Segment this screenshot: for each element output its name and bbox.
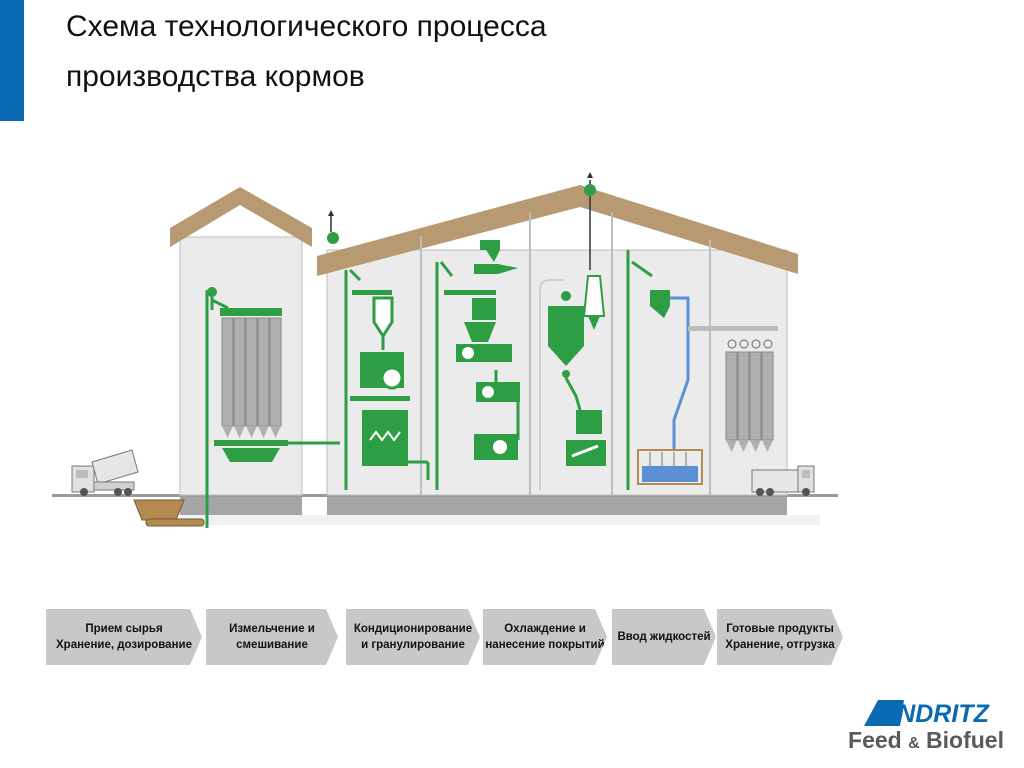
logo-amp: & [908,735,920,752]
step-line-1: Ввод жидкостей [617,631,711,643]
dump-truck-icon [71,449,139,496]
andritz-logo: ANDRITZ Feed & Biofuel [826,700,1004,754]
step-line-1: Прием сырья [85,623,163,635]
pelleting-equipment [435,240,520,490]
step-line-1: Кондиционирование [353,623,473,635]
liquid-application-equipment [626,250,703,490]
step-line-1: Готовые продукты [726,623,834,635]
andritz-brand-text: ANDRITZ [878,700,990,726]
storage-silos [214,308,340,462]
title-line-2: производства кормов [66,60,365,93]
step-line-2: нанесение покрытий [485,639,605,651]
step-liquids: Ввод жидкостей [612,609,716,665]
step-grinding: Измельчение и смешивание [206,609,338,665]
process-scheme-illustration [52,172,838,528]
intake-pit-icon [133,499,205,527]
finished-product-silos [688,326,778,452]
step-line-2: Хранение, отгрузка [725,639,835,651]
accent-bar [0,0,24,121]
step-line-2: смешивание [236,639,308,651]
step-line-1: Охлаждение и [504,623,586,635]
logo-sub-b: Biofuel [926,727,1004,753]
process-steps: Прием сырья Хранение, дозирование Измель… [46,609,846,665]
grinding-mixing-equipment [327,210,430,490]
title-line-1: Схема технологического процесса [66,10,547,43]
andritz-wordmark: ANDRITZ [864,700,991,726]
page-title: Схема технологического процесса производ… [66,2,766,102]
logo-sub-a: Feed [848,727,902,753]
step-line-1: Измельчение и [229,623,315,635]
cooling-coating-equipment [539,172,606,490]
step-pelleting: Кондиционирование и гранулирование [346,609,480,665]
delivery-truck-icon [751,465,815,496]
step-receiving: Прием сырья Хранение, дозирование [46,609,202,665]
step-storage: Готовые продукты Хранение, отгрузка [717,609,843,665]
step-cooling: Охлаждение и нанесение покрытий [483,609,607,665]
step-line-2: Хранение, дозирование [56,639,192,651]
elevator-head [207,287,217,297]
feed-biofuel-label: Feed & Biofuel [848,727,1004,754]
step-line-2: и гранулирование [361,639,465,651]
